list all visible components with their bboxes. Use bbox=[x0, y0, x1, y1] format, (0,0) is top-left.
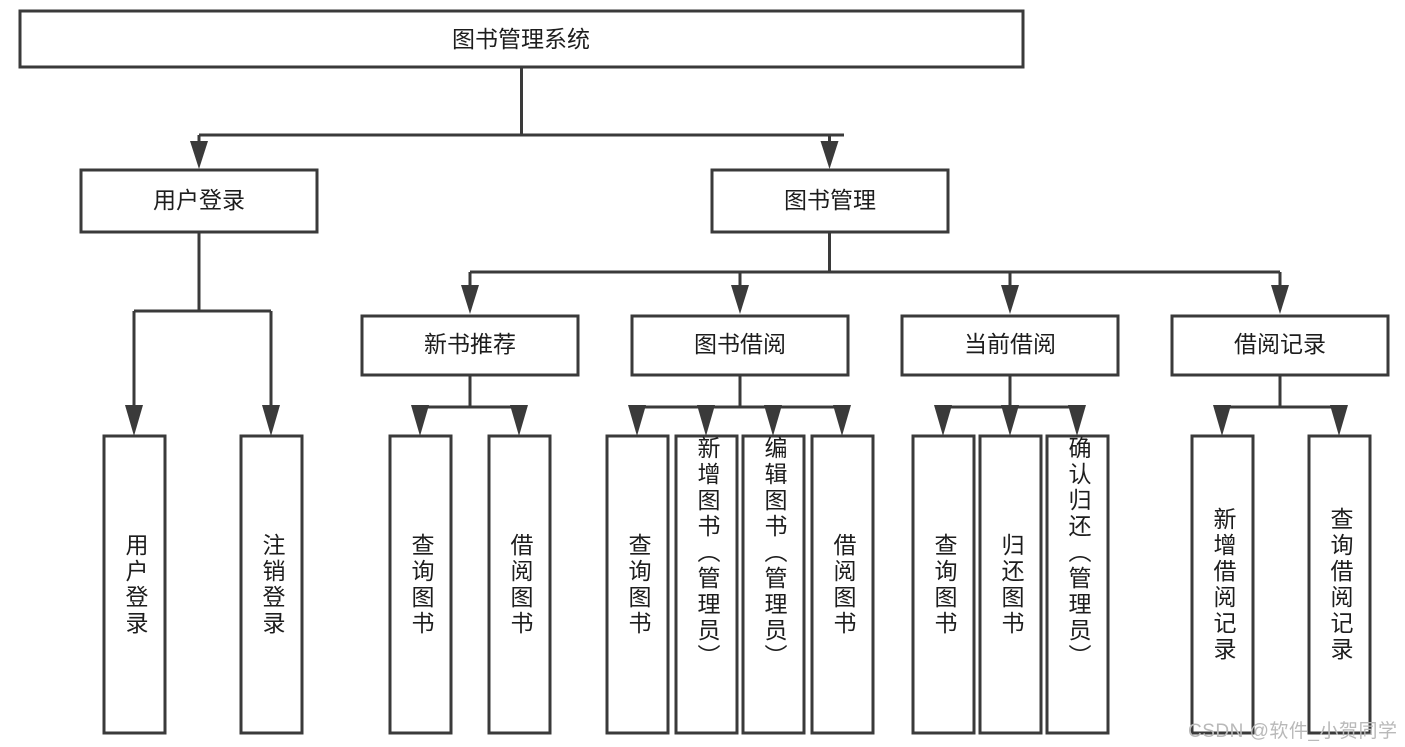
node-borrow-record-label: 借阅记录 bbox=[1234, 331, 1326, 357]
node-leaf-query-book-3-box[interactable] bbox=[911, 434, 976, 735]
node-leaf-borrow-book-2-box[interactable] bbox=[810, 434, 875, 735]
node-new-book-recommend-label: 新书推荐 bbox=[424, 331, 516, 357]
arrow-head-leaf-borrow-book-1 bbox=[510, 405, 528, 436]
node-leaf-user-login-box[interactable] bbox=[102, 434, 167, 735]
node-user-login-label: 用户登录 bbox=[153, 187, 245, 213]
node-user-login-box[interactable] bbox=[79, 168, 319, 234]
node-borrow-record-box[interactable] bbox=[1170, 314, 1390, 377]
arrow-head-leaf-add-book bbox=[697, 405, 715, 436]
node-new-book-recommend-box[interactable] bbox=[360, 314, 580, 377]
node-leaf-query-book-2-box[interactable] bbox=[605, 434, 670, 735]
node-book-borrow-label: 图书借阅 bbox=[694, 331, 786, 357]
arrow-head-leaf-edit-book bbox=[764, 405, 782, 436]
arrow-head-borrow-record bbox=[1271, 285, 1289, 314]
arrow-head-book-management bbox=[820, 141, 839, 169]
node-book-management-label: 图书管理 bbox=[784, 187, 876, 213]
arrow-head-leaf-add-record bbox=[1213, 405, 1231, 436]
arrow-head-leaf-return-book bbox=[1001, 405, 1019, 436]
node-leaf-query-record-box[interactable] bbox=[1307, 434, 1372, 735]
node-book-management-box[interactable] bbox=[710, 168, 950, 234]
node-current-borrow-box[interactable] bbox=[900, 314, 1120, 377]
arrow-head-leaf-user-logout bbox=[262, 405, 280, 436]
connector-group-root bbox=[190, 67, 844, 169]
node-root-label: 图书管理系统 bbox=[452, 26, 590, 52]
node-book-borrow-box[interactable] bbox=[630, 314, 850, 377]
arrow-head-leaf-query-book-2 bbox=[628, 405, 646, 436]
connector-group-new-book-recommend bbox=[411, 375, 528, 436]
arrow-head-leaf-query-book-1 bbox=[411, 405, 429, 436]
csdn-watermark: CSDN @软件_小贺同学 bbox=[1188, 721, 1398, 742]
node-user-login[interactable]: 用户登录 bbox=[79, 168, 319, 234]
arrow-head-new-book-recommend bbox=[461, 285, 479, 314]
connector-group-current-borrow bbox=[934, 375, 1086, 436]
arrow-head-leaf-query-record bbox=[1330, 405, 1348, 436]
node-leaf-query-book-1-box[interactable] bbox=[388, 434, 453, 735]
node-leaf-edit-book-box[interactable] bbox=[741, 434, 806, 735]
connector-group-borrow-record bbox=[1213, 375, 1348, 436]
node-root[interactable]: 图书管理系统 bbox=[18, 9, 1025, 69]
arrow-head-leaf-borrow-book-2 bbox=[833, 405, 851, 436]
arrow-head-leaf-query-book-3 bbox=[934, 405, 952, 436]
connector-group-book-management bbox=[461, 232, 1289, 314]
arrow-head-user-login bbox=[190, 141, 208, 169]
node-leaf-return-book-box[interactable] bbox=[978, 434, 1043, 735]
node-leaf-borrow-book-1-box[interactable] bbox=[487, 434, 552, 735]
node-borrow-record[interactable]: 借阅记录 bbox=[1170, 314, 1390, 377]
arrow-head-leaf-user-login bbox=[125, 405, 143, 436]
connector-group-user-login bbox=[125, 232, 280, 436]
arrow-head-leaf-confirm-return bbox=[1068, 405, 1086, 436]
node-current-borrow-label: 当前借阅 bbox=[964, 331, 1056, 357]
arrow-head-current-borrow bbox=[1001, 285, 1019, 314]
node-book-borrow[interactable]: 图书借阅 bbox=[630, 314, 850, 377]
node-leaf-user-logout-box[interactable] bbox=[239, 434, 304, 735]
node-leaf-add-record-box[interactable] bbox=[1190, 434, 1255, 735]
arrow-head-book-borrow bbox=[731, 285, 749, 314]
node-new-book-recommend[interactable]: 新书推荐 bbox=[360, 314, 580, 377]
node-leaf-confirm-return-box[interactable] bbox=[1045, 434, 1110, 735]
node-book-management[interactable]: 图书管理 bbox=[710, 168, 950, 234]
node-leaf-add-book-box[interactable] bbox=[674, 434, 739, 735]
node-current-borrow[interactable]: 当前借阅 bbox=[900, 314, 1120, 377]
node-root-box[interactable] bbox=[18, 9, 1025, 69]
connector-group-book-borrow bbox=[628, 375, 851, 436]
